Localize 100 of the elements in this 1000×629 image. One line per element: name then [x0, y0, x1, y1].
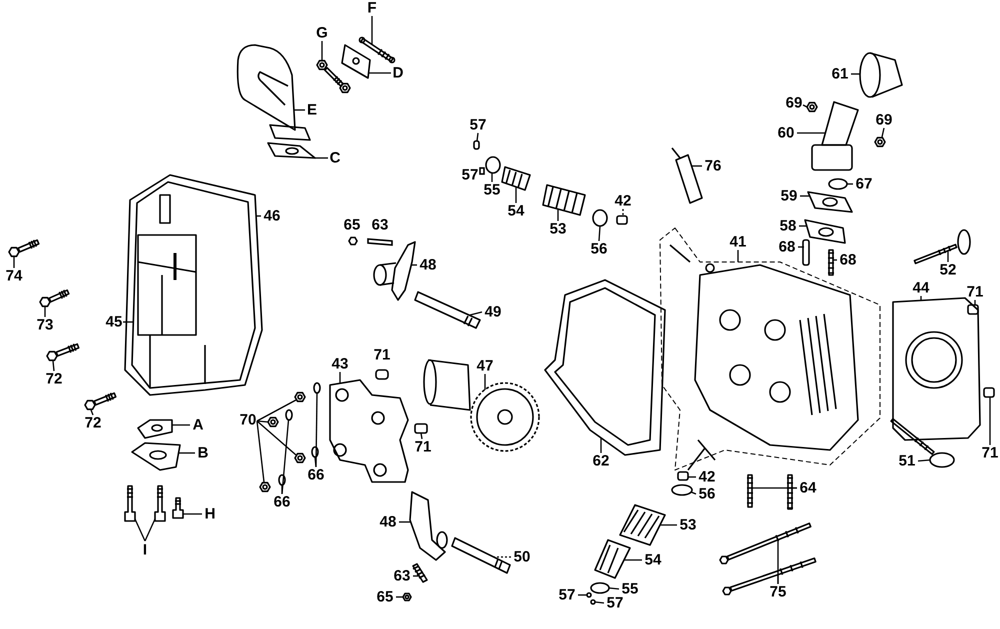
leader-line [920, 296, 922, 300]
washer [311, 446, 319, 458]
nut-drawing [294, 392, 306, 402]
callout-label: 76 [704, 158, 722, 174]
leader-line [281, 420, 290, 494]
leader-line [484, 374, 486, 390]
leader-line [918, 459, 930, 462]
callout-label: 65 [344, 218, 360, 232]
valve-spring-drawing [619, 504, 666, 546]
callout-label: 42 [698, 470, 716, 484]
leader-line [624, 559, 642, 561]
callout-label: 57 [470, 118, 486, 132]
bolt-drawing [8, 239, 40, 258]
o-ring [828, 178, 848, 190]
leader-line [44, 307, 46, 317]
gasket-drawing [892, 297, 981, 441]
bolt-drawing [719, 522, 812, 564]
spring-retainer [590, 582, 610, 594]
nut-drawing [267, 416, 279, 428]
leader-line [660, 524, 677, 526]
washer [313, 382, 321, 394]
callout-label: 72 [46, 372, 62, 386]
valve-seal [592, 209, 608, 227]
bolt-drawing [84, 392, 117, 410]
bolt-drawing [39, 289, 70, 308]
leader-line [396, 596, 403, 598]
leader-line [792, 487, 797, 489]
leader-line [52, 360, 55, 372]
callout-label: 67 [856, 176, 872, 192]
nut-drawing [402, 592, 412, 602]
callout-label: 57 [462, 168, 478, 182]
callout-label: 68 [840, 252, 856, 268]
callout-label: 60 [778, 126, 794, 140]
callout-label: 71 [982, 446, 998, 460]
callout-label: 61 [832, 66, 848, 82]
valve-cotter [590, 599, 596, 605]
callout-label: 54 [644, 552, 662, 568]
stud [802, 239, 810, 266]
leader-line [594, 601, 604, 604]
dowel-pin [983, 387, 995, 398]
leader-line [339, 372, 341, 383]
callout-label: 43 [332, 356, 348, 372]
valve-seal [677, 471, 689, 481]
callout-label: 56 [698, 486, 716, 502]
callout-label: 42 [614, 194, 632, 208]
leader-line [256, 420, 268, 423]
callout-label: 69 [876, 112, 892, 128]
callout-label: 71 [414, 440, 432, 454]
callout-label: 64 [800, 480, 816, 496]
gasket-drawing [804, 219, 846, 244]
callout-label: C [330, 150, 340, 166]
callout-label: 71 [966, 284, 984, 300]
leader-line [881, 128, 885, 138]
callout-label: 49 [484, 304, 502, 320]
callout-label: H [204, 506, 216, 522]
leader-line [470, 311, 482, 316]
leader-line [420, 432, 423, 440]
leader-line [974, 300, 976, 305]
leader-line [144, 518, 156, 542]
leader-line [777, 575, 779, 584]
leader-line [123, 321, 133, 323]
callout-label: 65 [376, 590, 394, 604]
callout-label: 75 [770, 584, 786, 600]
callout-label: F [367, 0, 377, 16]
rocker-shaft-drawing [414, 291, 481, 329]
leader-line [557, 209, 559, 221]
callout-label: D [392, 66, 404, 80]
leader-line [737, 250, 739, 262]
plate-drawing [131, 442, 181, 471]
washer [278, 474, 286, 486]
leader-line [413, 575, 419, 577]
leader-line [371, 16, 373, 45]
callout-label: 47 [476, 358, 494, 374]
callout-label: 57 [606, 596, 624, 610]
rocker-shaft-drawing [451, 537, 511, 574]
leader-line [692, 165, 702, 167]
bolt-drawing [172, 497, 184, 519]
callout-label: 74 [6, 268, 22, 284]
callout-label: 56 [590, 242, 608, 256]
leader-line [491, 173, 493, 182]
leader-line [256, 399, 296, 422]
leader-line [833, 259, 837, 261]
leader-line [315, 157, 328, 159]
stud-drawing [786, 474, 794, 510]
bolt-drawing [124, 485, 136, 522]
callout-label: 54 [508, 204, 524, 218]
spring-retainer [485, 156, 501, 174]
callout-label: 52 [940, 262, 956, 278]
leader-line [688, 476, 696, 478]
callout-label: 58 [780, 218, 796, 234]
leader-line [183, 513, 202, 515]
valve-spring-drawing [594, 539, 631, 579]
spark-plug-drawing [671, 147, 703, 204]
callout-label: 57 [558, 588, 576, 602]
callout-label: 46 [264, 208, 280, 224]
callout-label: 62 [592, 454, 610, 468]
callout-label: 50 [514, 550, 530, 564]
valve-cotter [473, 140, 480, 150]
gasket-drawing [267, 142, 316, 159]
leader-line [294, 109, 305, 111]
